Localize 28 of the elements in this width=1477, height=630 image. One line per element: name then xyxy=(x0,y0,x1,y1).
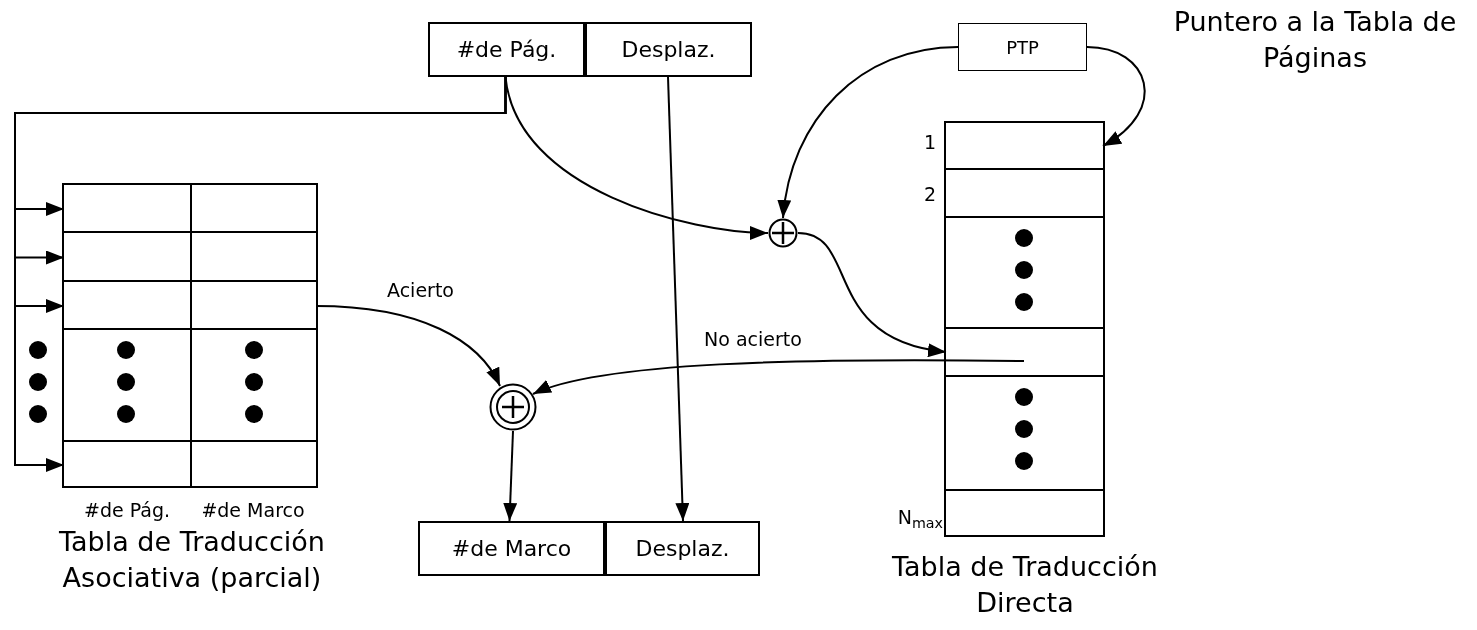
arrow xyxy=(1086,46,1146,147)
field-box xyxy=(605,521,760,576)
row-number: 2 xyxy=(924,182,937,207)
field-label: PTP xyxy=(1006,35,1039,60)
arrow xyxy=(503,430,518,522)
row-number: N$_{max}$ xyxy=(896,505,943,532)
row-number: 1 xyxy=(924,130,937,155)
arrow xyxy=(532,359,1025,395)
caption-text: Puntero a la Tabla de Páginas xyxy=(1172,5,1458,75)
arrow xyxy=(778,46,959,219)
field-box xyxy=(428,22,585,77)
table-label: Tabla de Traducción Directa xyxy=(891,550,1159,620)
arrow xyxy=(667,76,690,522)
field-box xyxy=(585,22,752,77)
field-label: Desplaz. xyxy=(621,36,716,64)
table-label: #de Marco xyxy=(200,498,306,523)
field-box xyxy=(418,521,605,576)
field-label: Desplaz. xyxy=(635,535,730,563)
register-box xyxy=(958,23,1087,71)
field-label: #de Pág. xyxy=(456,36,557,64)
table-label: #de Pág. xyxy=(82,498,172,523)
adder-circle xyxy=(768,218,798,248)
arrow xyxy=(504,76,769,240)
arrow xyxy=(797,232,947,356)
arrow xyxy=(315,305,501,387)
table-label: Tabla de Traducción Asociativa (parcial) xyxy=(58,525,326,595)
adder-circle xyxy=(489,383,537,431)
field-label: #de Marco xyxy=(451,535,572,563)
